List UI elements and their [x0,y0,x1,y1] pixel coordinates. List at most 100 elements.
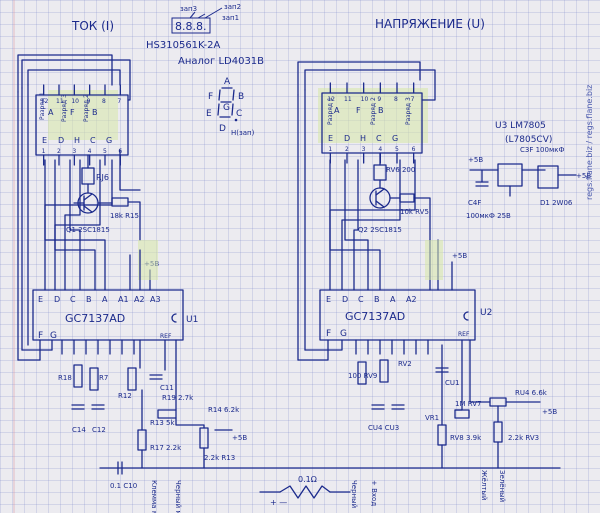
left-display-top-seg-label: F [70,108,75,117]
left-digit-3: Разряд 3 [61,94,68,122]
left-display-bottom-pin-number: 2 [57,148,61,155]
left-r14-label: R14 6.2k [208,406,240,414]
right-digit-3: Разряд 3 [405,97,412,125]
ic-u2-top-pin-label: D [342,295,348,304]
right-5v-top: +5В [452,252,467,260]
left-r13b-label: 2.2k R13 [204,454,235,462]
right-display-bottom-pin-number: 5 [395,146,399,153]
left-r18-label: R18 [58,374,72,382]
ic-u2-part: GC7137AD [345,310,405,323]
label-zap2: зап2 [224,3,241,11]
left-display-bottom-pin-number: 1 [42,148,46,155]
right-display-bottom-seg-label: E [328,134,333,143]
seg-f-label: F [208,92,213,102]
title-current: ТОК (I) [71,19,114,33]
input-yellow: Жёлтый [480,470,488,500]
label-zap1: зап1 [222,14,239,22]
ic-u1-top-pin-label: D [54,295,60,304]
left-display-top-pin-number: 7 [117,98,121,105]
left-display-top-pin-number: 12 [41,98,49,105]
left-display-bottom-seg-label: G [106,136,112,145]
right-rv3-label: 2.2k RV3 [508,434,539,442]
right-rv4-label: RU4 6.6k [515,389,548,397]
right-display-bottom-pin-number: 1 [328,146,332,153]
left-display-top-seg-label: B [92,108,98,117]
left-c10-label: 0.1 C10 [110,482,137,490]
ic-u1-top-pin-label: A3 [150,295,161,304]
label-zap3: зап3 [180,5,197,13]
right-display-bottom-pin-number: 6 [412,146,416,153]
right-display-bottom-seg-label: C [376,134,382,143]
left-r17-label: R17 2.2k [150,444,182,452]
left-display-bottom-seg-label: H [74,136,80,145]
analog-part: Аналог LD4031B [178,56,264,67]
left-r6-label: RJ6 [96,173,109,182]
ic-u1-pin-g: G [50,331,57,341]
u3-part: U3 LM7805 [495,121,546,131]
ic-u2-pin-f: F [326,329,331,339]
right-cu4-label: CU4 CU3 [368,424,399,432]
right-rv2-label: RV2 [398,360,412,368]
u3-alt-part: (L7805CV) [505,135,552,145]
right-display-top-pin-number: 8 [394,96,398,103]
seg-dp-label: H(зап) [231,129,255,137]
left-display-top-pin-number: 11 [56,98,64,105]
right-wiring: RV6 200 10k RV5 Q2 2SC1815 +5В [297,61,467,361]
seg-b-label: B [238,92,244,102]
right-display-bottom-pin-number: 4 [378,146,382,153]
watermark: regs.flane.biz / regs.flane.biz [585,85,594,200]
segment-map: A F B G E C D H(зап) [206,77,255,137]
right-digit-2: Разряд 2 [370,97,377,125]
ic-u1-part: GC7137AD [65,312,125,325]
right-rv6-label: RV6 200 [386,166,415,174]
right-display-top-seg-label: A [334,106,340,115]
right-display-bottom-seg-label: G [392,134,398,143]
ic-u1-pin-f: F [38,331,43,341]
power-supply: U3 LM7805 (L7805CV) +5В C3F 100мкФ +5В C… [466,121,591,220]
c4f-value: 100мкФ 25В [466,212,511,220]
c3f-label: C3F 100мкФ [520,146,565,154]
right-vr1-label: VR1 [425,414,439,422]
left-digit-1: Разряд 1 [39,92,46,120]
ic-u1-top-pin-label: A2 [134,295,145,304]
right-display-top-pin-number: 9 [377,96,381,103]
left-r15-label: 18k R15 [110,212,139,220]
ic-u2-top-pin-label: A2 [406,295,417,304]
seg-g-label: G [223,103,230,113]
left-display-bottom-pin-number: 5 [103,148,107,155]
left-module-clamp: Клемма модуля [150,480,158,513]
display-sketch: 8.8.8. зап3 зап1 зап2 [171,3,241,34]
c4f-label: C4F [468,199,481,207]
ic-u2-pin-ref: REF [458,331,470,338]
left-r12-label: R12 [118,392,132,400]
left-display-bottom-seg-label: C [90,136,96,145]
seg-e-label: E [206,109,212,119]
right-display-top-seg-label: F [356,106,361,115]
left-display-top-pin-number: 10 [71,98,79,105]
left-digit-2: Разряд 2 [83,94,90,122]
display-digits: 8.8.8. [175,20,207,33]
left-module-black: Черный модуль [174,480,182,513]
ic-u1-top-pin-label: A [102,295,108,304]
left-5v-ref-label: +5В [232,434,247,442]
power-5v-left: +5В [468,156,483,164]
right-display-bottom-pin-number: 2 [345,146,349,153]
title-voltage: НАПРЯЖЕНИЕ (U) [375,17,485,31]
seg-a-label: A [224,77,231,87]
right-r5-label: 10k RV5 [400,208,429,216]
ic-u1-top-pin-label: C [70,295,76,304]
right-display-bottom-pin-number: 3 [362,146,366,153]
shunt-value: 0.1Ω [298,475,317,484]
left-c14-label: C14 [72,426,86,434]
input-green: Зелёный [498,470,506,502]
left-c11-label: C11 [160,384,174,392]
seg-c-label: C [236,109,242,119]
left-r13a-label: R13 5k [150,419,175,427]
ic-u1-top-pin-label: A1 [118,295,129,304]
right-display-top-pin-number: 7 [411,96,415,103]
left-display-bottom-seg-label: E [42,136,47,145]
